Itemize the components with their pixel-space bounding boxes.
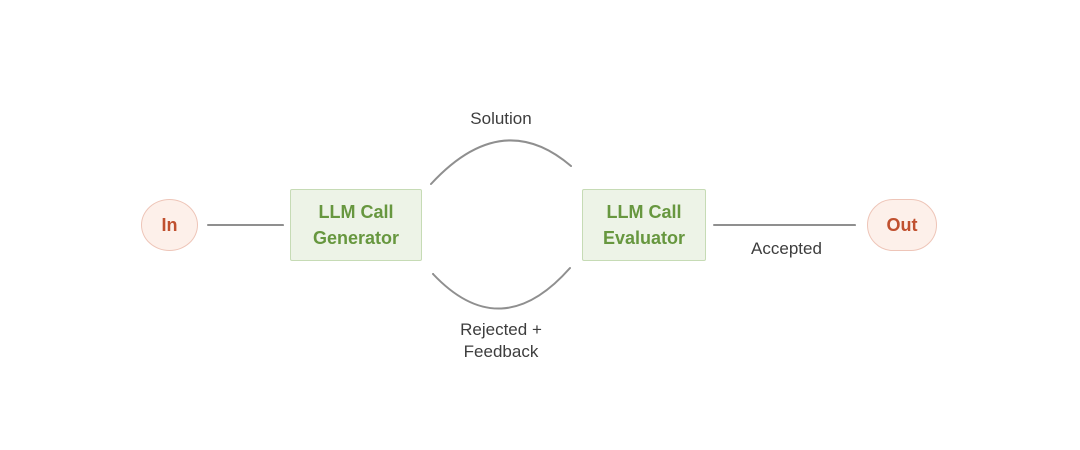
input-node-label: In (161, 214, 178, 235)
output-node: Out (867, 199, 937, 251)
output-node-label: Out (886, 214, 918, 235)
rejected-feedback-label-line2: Feedback (463, 342, 539, 361)
rejected-feedback-edge-label: Rejected + Feedback (411, 319, 591, 363)
evaluator-node-label-line2: Evaluator (602, 228, 686, 248)
generator-node: LLM Call Generator (290, 189, 422, 261)
evaluator-node-label-line1: LLM Call (606, 202, 682, 222)
evaluator-node: LLM Call Evaluator (582, 189, 706, 261)
generator-to-evaluator-arc-arrow (430, 139, 572, 185)
accepted-edge-label: Accepted (751, 239, 822, 258)
generator-node-label-line2: Generator (312, 228, 400, 248)
evaluator-node-label: LLM Call Evaluator (603, 199, 685, 251)
generator-node-label: LLM Call Generator (313, 199, 399, 251)
generator-node-label-line1: LLM Call (318, 202, 394, 222)
evaluator-to-generator-arc-arrow (432, 267, 571, 310)
input-node: In (141, 199, 198, 251)
rejected-feedback-label-line1: Rejected + (460, 320, 542, 339)
solution-edge-label: Solution (470, 109, 532, 128)
